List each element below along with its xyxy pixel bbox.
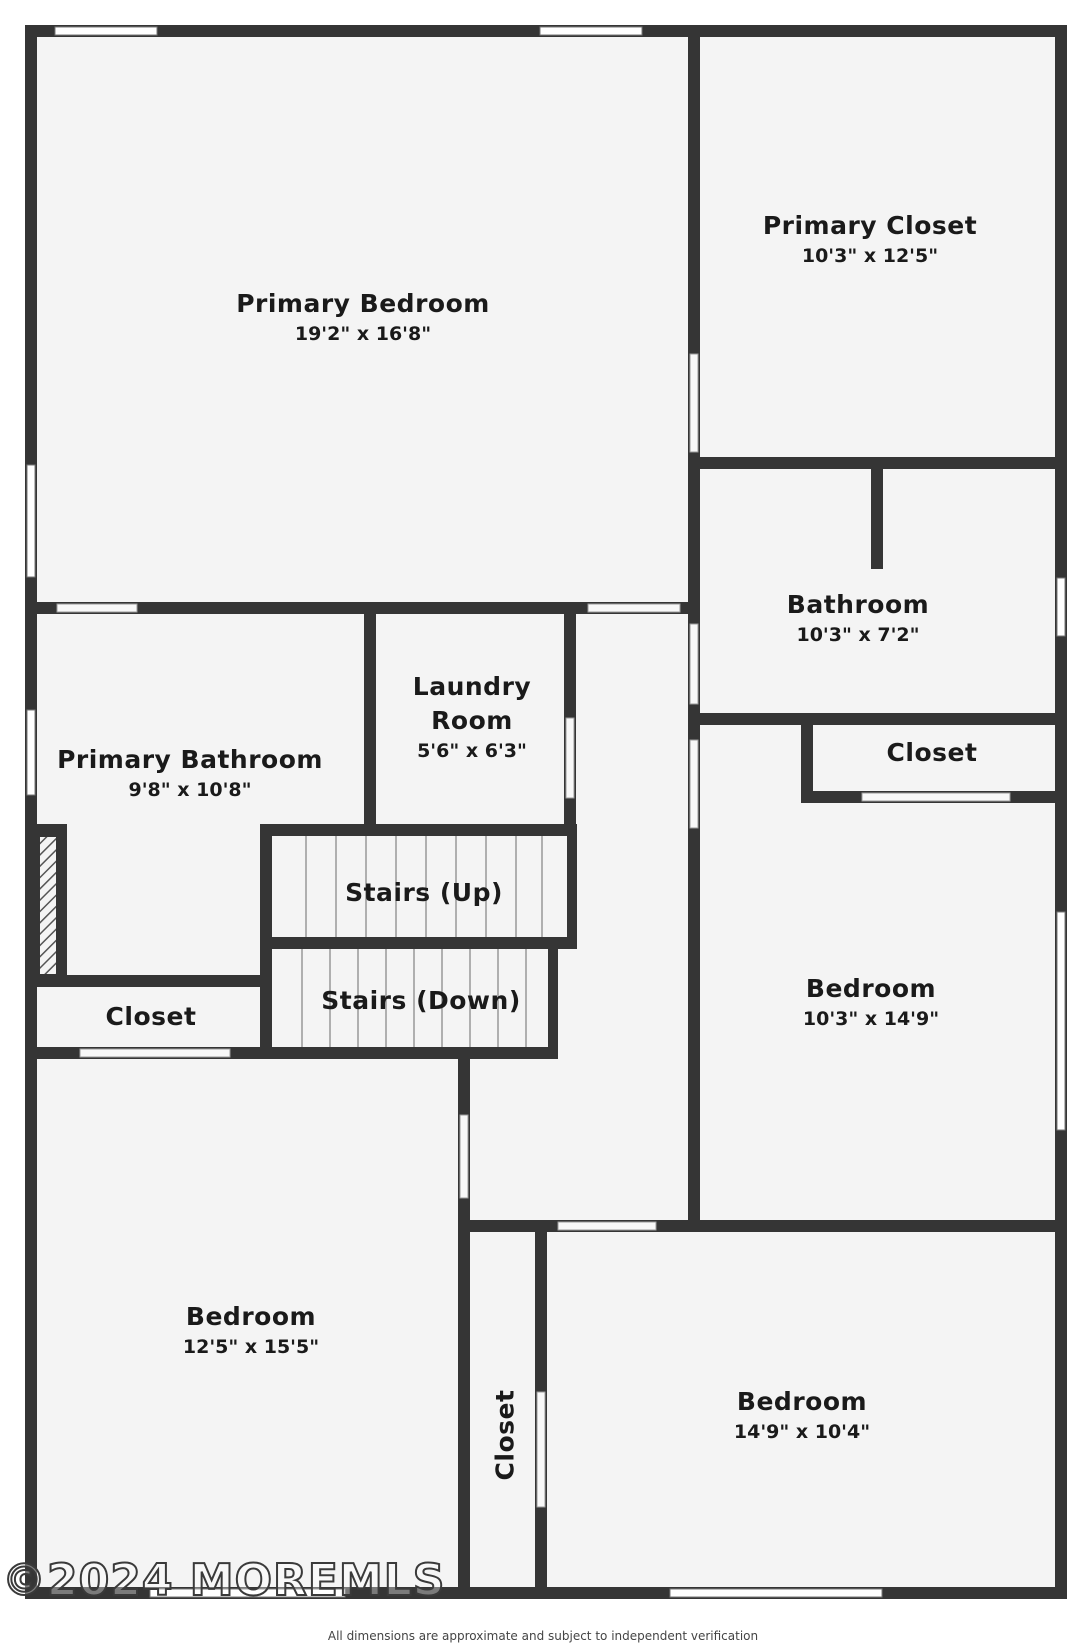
wall bbox=[25, 975, 272, 987]
door-opening bbox=[565, 717, 575, 799]
window bbox=[149, 1588, 346, 1598]
stair-treads bbox=[301, 836, 543, 1047]
door-opening bbox=[536, 1391, 546, 1508]
room-name: Bedroom bbox=[185, 1302, 317, 1331]
wall bbox=[548, 943, 558, 1055]
wall bbox=[871, 465, 883, 569]
door-opening bbox=[557, 1221, 657, 1231]
door-opening bbox=[79, 1048, 231, 1058]
wall bbox=[801, 717, 813, 803]
wall bbox=[567, 824, 577, 949]
wall bbox=[25, 602, 700, 614]
room-name: Primary Bathroom bbox=[57, 745, 323, 774]
room-dimensions: 5'6" x 6'3" bbox=[417, 740, 527, 762]
wall bbox=[1055, 25, 1067, 1598]
room-stairs-down: Stairs (Down) bbox=[321, 984, 520, 1018]
window bbox=[54, 26, 158, 36]
room-dimensions: 10'3" x 14'9" bbox=[802, 1008, 940, 1030]
room-name: Primary Closet bbox=[762, 211, 978, 240]
door-opening bbox=[56, 603, 138, 613]
room-name: Closet bbox=[886, 738, 978, 767]
door-opening bbox=[689, 623, 699, 705]
wall bbox=[25, 25, 37, 1598]
room-name: Closet bbox=[105, 1002, 197, 1031]
room-name: Bedroom bbox=[805, 974, 937, 1003]
room-name: Stairs (Up) bbox=[345, 878, 503, 907]
room-dimensions: 12'5" x 15'5" bbox=[182, 1336, 320, 1358]
door-opening bbox=[689, 353, 699, 453]
door-opening bbox=[861, 792, 1011, 802]
room-dimensions: 14'9" x 10'4" bbox=[733, 1421, 871, 1443]
window bbox=[1056, 911, 1066, 1131]
chase-hatch bbox=[40, 837, 56, 974]
room-bedroom-right: Bedroom 10'3" x 14'9" bbox=[803, 972, 939, 1032]
room-dimensions: 19'2" x 16'8" bbox=[294, 323, 432, 345]
wall bbox=[266, 937, 577, 949]
window bbox=[539, 26, 643, 36]
watermark: ©2024 MOREMLS bbox=[1, 1554, 446, 1607]
room-bedroom-lower-left: Bedroom 12'5" x 15'5" bbox=[183, 1300, 319, 1360]
room-closet-vertical: Closet bbox=[490, 1389, 520, 1481]
wall bbox=[688, 713, 1067, 725]
room-closet-right: Closet bbox=[887, 736, 978, 770]
room-name: Bedroom bbox=[736, 1387, 868, 1416]
room-bedroom-lower-right: Bedroom 14'9" x 10'4" bbox=[734, 1385, 870, 1445]
room-closet-left: Closet bbox=[106, 1000, 197, 1034]
wall bbox=[364, 608, 376, 832]
room-stairs-up: Stairs (Up) bbox=[345, 876, 503, 910]
room-dimensions: 10'3" x 7'2" bbox=[796, 624, 920, 646]
room-laundry: Laundry Room 5'6" x 6'3" bbox=[413, 670, 531, 764]
room-name: Bathroom bbox=[786, 590, 930, 619]
door-opening bbox=[587, 603, 681, 613]
room-name: Primary Bedroom bbox=[236, 289, 490, 318]
room-bathroom: Bathroom 10'3" x 7'2" bbox=[787, 588, 929, 648]
door-openings bbox=[56, 353, 1011, 1508]
window bbox=[26, 709, 36, 796]
wall bbox=[260, 824, 576, 836]
room-primary-bedroom: Primary Bedroom 19'2" x 16'8" bbox=[236, 287, 490, 347]
window bbox=[1056, 577, 1066, 637]
room-primary-closet: Primary Closet 10'3" x 12'5" bbox=[763, 209, 977, 269]
room-name: Stairs (Down) bbox=[321, 986, 521, 1015]
window bbox=[669, 1588, 883, 1598]
disclaimer-footer: All dimensions are approximate and subje… bbox=[327, 1629, 759, 1643]
wall bbox=[688, 457, 1067, 469]
room-dimensions: 9'8" x 10'8" bbox=[128, 779, 252, 801]
room-name-line2: Room bbox=[431, 706, 513, 735]
wall bbox=[458, 1220, 1067, 1232]
door-opening bbox=[459, 1114, 469, 1199]
door-opening bbox=[689, 739, 699, 829]
windows bbox=[26, 26, 1066, 1598]
room-name-line1: Laundry bbox=[412, 672, 532, 701]
room-primary-bathroom: Primary Bathroom 9'8" x 10'8" bbox=[57, 743, 323, 803]
room-dimensions: 10'3" x 12'5" bbox=[801, 245, 939, 267]
window bbox=[26, 464, 36, 578]
